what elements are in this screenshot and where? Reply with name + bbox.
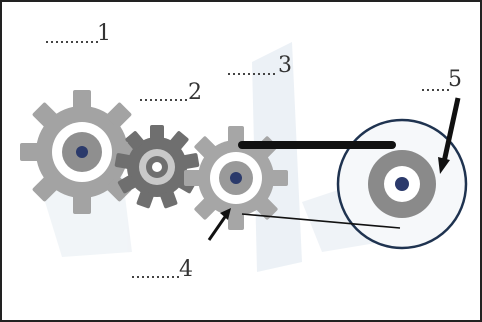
gear-1-icon [20,90,144,214]
label-2: 2 [188,80,202,105]
pulley-wheel-icon [336,118,468,250]
label-5: 5 [448,67,462,92]
belt-lower [241,213,401,229]
arrow-pointer-icon [438,97,461,174]
gear-2-icon [114,125,200,209]
label-4: 4 [179,257,193,282]
label-1: 1 [97,21,111,46]
label-3: 3 [278,53,292,78]
diagram-canvas: 1 2 3 4 5 [20,21,468,282]
gear-3-icon [184,126,288,230]
arrow-pointer-icon [207,208,231,241]
